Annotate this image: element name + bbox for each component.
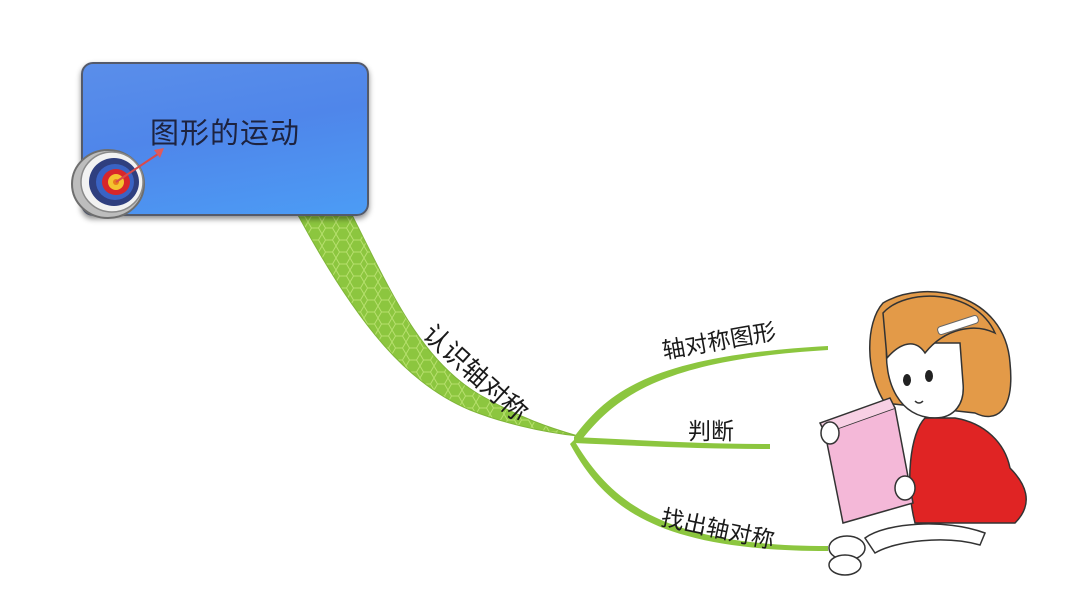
girl-reading-illustration — [818, 291, 1027, 576]
leaf-connector-2 — [574, 437, 770, 449]
target-icon — [71, 148, 164, 219]
leaf-label-2[interactable]: 判断 — [688, 419, 734, 445]
leaf-connector-1 — [574, 346, 828, 442]
root-node-label: 图形的运动 — [149, 116, 300, 150]
